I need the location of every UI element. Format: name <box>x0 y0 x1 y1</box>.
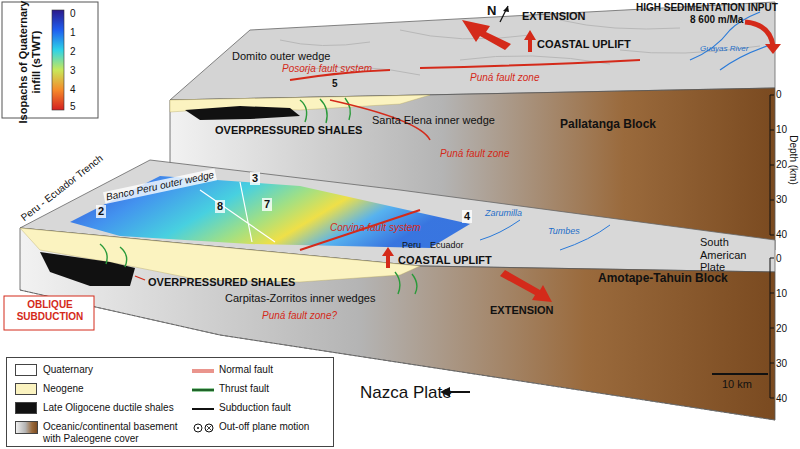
block-label: Amotape-Tahuin Block <box>598 272 728 286</box>
scale-label: 10 km <box>722 378 752 391</box>
fault-label: Puná fault zone? <box>262 310 337 322</box>
scale-title: Isopachs of Quaternary infill (sTWT) <box>17 0 42 127</box>
callout-number: 7 <box>262 198 272 211</box>
process-label: COASTAL UPLIFT <box>537 38 631 51</box>
subduction-fault-symbol <box>191 402 215 416</box>
depth-tick: 30 <box>776 358 787 370</box>
depth-tick: 20 <box>776 323 787 335</box>
unit-label: Domito outer wedge <box>232 50 330 63</box>
fault-label: Posorja fault system <box>282 63 372 75</box>
legend-text: Thrust fault <box>219 383 329 395</box>
thrust-fault-symbol <box>191 383 215 397</box>
process-label: OBLIQUE SUBDUCTION <box>8 299 92 322</box>
legend-swatch <box>15 383 37 395</box>
depth-tick: 10 <box>776 124 787 136</box>
block-label: Pallatanga Block <box>560 118 656 132</box>
scale-value: 0 <box>70 8 76 20</box>
callout-number: 5 <box>332 78 338 90</box>
trench-label: Peru - Ecuador Trench <box>19 152 105 223</box>
callout-number: 8 <box>215 200 225 213</box>
rate-label: 8 600 m/Ma <box>690 14 743 26</box>
fault-label: Corvina fault system <box>330 222 421 234</box>
legend-text: Late Oligocene ductile shales <box>43 402 183 414</box>
legend-text: Out-off plane motion <box>219 421 329 433</box>
legend-text: Normal fault <box>219 364 329 376</box>
country-label: Ecuador <box>430 240 464 250</box>
river-label: Tumbes <box>548 226 580 236</box>
depth-tick: 20 <box>776 159 787 171</box>
legend-swatch <box>15 402 37 414</box>
process-label: HIGH SEDIMENTATION INPUT <box>636 2 778 14</box>
depth-tick: 0 <box>776 253 782 265</box>
unit-label: OVERPRESSURED SHALES <box>148 276 295 289</box>
plate-label: Nazca Plate <box>360 383 452 403</box>
normal-fault-symbol <box>191 364 215 378</box>
scale-value: 5 <box>70 101 76 113</box>
plate-label: South American Plate <box>700 236 772 274</box>
legend-text: Neogene <box>43 383 183 395</box>
process-label: EXTENSION <box>490 304 554 317</box>
north-label: N <box>487 4 496 19</box>
legend-text: Quaternary <box>43 364 183 376</box>
fault-label: Puná fault zone <box>440 148 510 160</box>
river-label: Guayas River <box>700 44 748 53</box>
scale-value: 1 <box>70 27 76 39</box>
unit-label: OVERPRESSURED SHALES <box>215 124 362 137</box>
legend-swatch <box>15 421 39 435</box>
depth-tick: 10 <box>776 288 787 300</box>
legend-box: QuaternaryNeogeneLate Oligocene ductile … <box>6 357 334 447</box>
scale-value: 2 <box>70 46 76 58</box>
depth-tick: 40 <box>776 229 787 241</box>
callout-number: 2 <box>96 205 106 218</box>
depth-tick: 30 <box>776 194 787 206</box>
scale-value: 4 <box>70 84 76 96</box>
fault-label: Puná fault zone <box>470 72 540 84</box>
legend-text: Oceanic/continental basement with Paleog… <box>43 421 183 445</box>
depth-tick: 0 <box>776 89 782 101</box>
process-label: COASTAL UPLIFT <box>398 254 492 267</box>
scale-value: 3 <box>70 65 76 77</box>
country-label: Peru <box>402 240 421 250</box>
axis-title: Depth (km) <box>787 135 799 184</box>
depth-tick: 40 <box>776 393 787 405</box>
unit-label: Banco Peru outer wedge <box>103 169 217 204</box>
unit-label: Santa Elena inner wedge <box>372 114 495 127</box>
process-label: EXTENSION <box>522 10 586 23</box>
legend-swatch <box>15 364 37 376</box>
callout-number: 3 <box>250 172 260 185</box>
unit-label: Carpitas-Zorritos inner wedges <box>225 292 375 305</box>
out-of-plane-symbol <box>191 421 215 435</box>
legend-text: Subduction fault <box>219 402 329 414</box>
river-label: Zarumilla <box>485 208 522 218</box>
callout-number: 4 <box>462 210 472 223</box>
